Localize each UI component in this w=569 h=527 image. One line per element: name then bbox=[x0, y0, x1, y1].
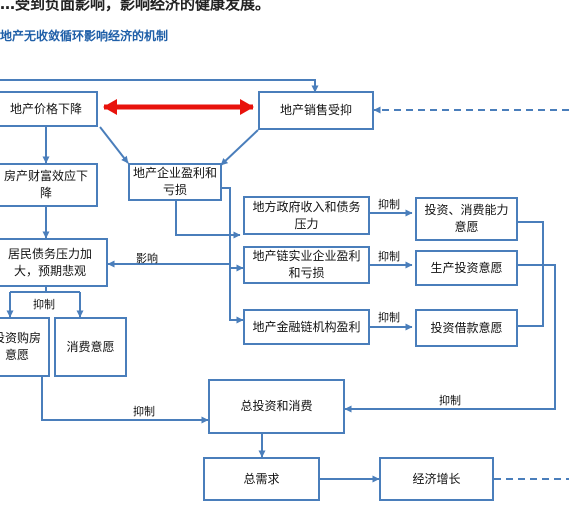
label-suppress-industry: 抑制 bbox=[378, 250, 400, 263]
label-suppress-finance: 抑制 bbox=[378, 311, 400, 324]
node-consume-will: 消费意愿 bbox=[54, 317, 127, 377]
node-production-invest: 生产投资意愿 bbox=[415, 250, 518, 286]
node-total-inv-cons: 总投资和消费 bbox=[208, 379, 345, 434]
arrow-top-loop bbox=[0, 79, 319, 93]
arrow-sales-developer bbox=[220, 129, 259, 166]
arrow-production-merge bbox=[344, 264, 556, 413]
arrow-developer-localgov bbox=[175, 201, 241, 239]
node-developer-loss: 地产企业盈利和亏损 bbox=[128, 163, 222, 201]
label-suppress-right-total: 抑制 bbox=[439, 394, 461, 407]
label-suppress-localgov: 抑制 bbox=[378, 198, 400, 211]
arrow-left-total bbox=[41, 377, 209, 424]
arrow-price-developer bbox=[99, 126, 129, 164]
node-chain-industry: 地产链实业企业盈利和亏损 bbox=[243, 246, 370, 284]
node-resident-debt: 居民债务压力加大，预期悲观 bbox=[0, 238, 108, 287]
node-local-gov: 地方政府收入和债务压力 bbox=[243, 196, 370, 235]
node-economic-growth: 经济增长 bbox=[379, 457, 494, 501]
node-investment-loan: 投资借款意愿 bbox=[415, 309, 518, 347]
node-sales-suppressed: 地产销售受抑 bbox=[258, 91, 374, 130]
label-suppress-left-total: 抑制 bbox=[133, 405, 155, 418]
node-price-drop: 地产价格下降 bbox=[0, 91, 98, 127]
top-text-fragment: …受到负面影响，影响经济的健康发展。 bbox=[0, 0, 271, 13]
node-house-purchase: 投资购房意愿 bbox=[0, 317, 50, 377]
node-chain-finance: 地产金融链机构盈利 bbox=[243, 309, 370, 345]
arrow-right-merge bbox=[518, 221, 544, 327]
label-influence: 影响 bbox=[136, 252, 158, 265]
node-total-demand: 总需求 bbox=[203, 457, 320, 501]
arrow-developer-chains bbox=[222, 187, 244, 324]
diagram-title: 地产无收敛循环影响经济的机制 bbox=[0, 29, 169, 43]
node-invest-consume: 投资、消费能力意愿 bbox=[415, 197, 518, 241]
label-suppress-resident: 抑制 bbox=[33, 298, 55, 311]
node-wealth-effect: 房产财富效应下降 bbox=[0, 163, 98, 207]
